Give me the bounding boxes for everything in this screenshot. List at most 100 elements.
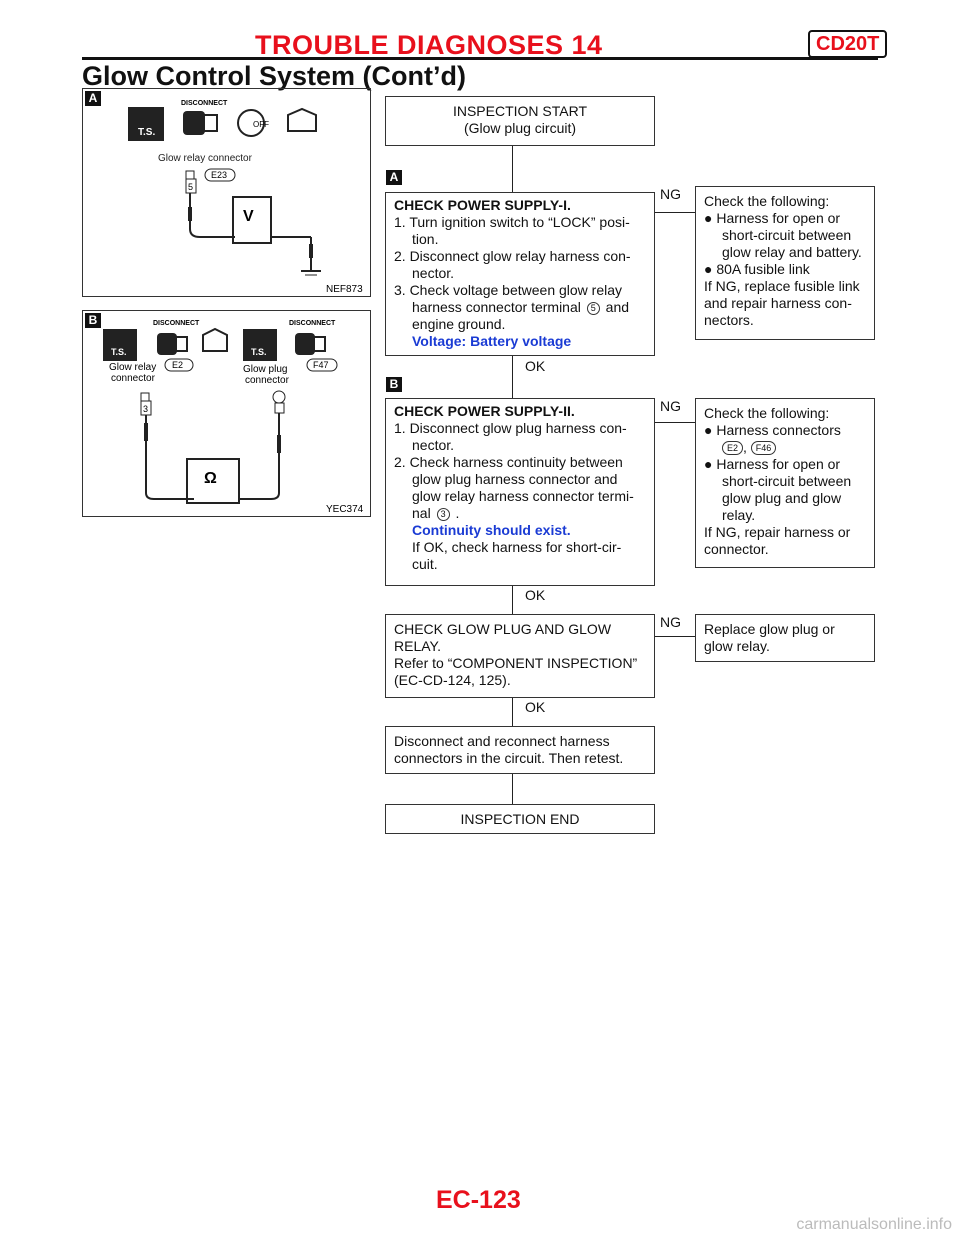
ng1-line: and repair harness con-: [704, 295, 852, 311]
ts-label-b2: T.S.: [251, 347, 267, 357]
step2-line: nal 3 .: [412, 505, 460, 521]
step3-line: (EC-CD-124, 125).: [394, 672, 511, 688]
figure-code-a: NEF873: [326, 284, 363, 295]
connector-icon: F46: [750, 441, 777, 456]
step2-line: 1. Disconnect glow plug harness con-: [394, 420, 627, 436]
page-subtitle: Glow Control System (Cont’d): [82, 61, 466, 91]
disconnect-label-b2: DISCONNECT: [289, 320, 336, 327]
ng2-line: E2, F46: [704, 439, 866, 456]
ng2-line: ● Harness connectors: [704, 422, 841, 438]
ng-label-2: NG: [660, 398, 681, 414]
ng3-line: glow relay.: [704, 638, 770, 654]
check-power-supply-1-box: CHECK POWER SUPPLY-I. 1. Turn ignition s…: [385, 192, 655, 356]
panel-a-diagram: T.S. DISCONNECT OFF Glow relay connector…: [128, 100, 363, 295]
step4-line: Disconnect and reconnect harness: [394, 733, 610, 749]
watermark: carmanualsonline.info: [796, 1216, 952, 1233]
ng1-line: short-circuit between: [722, 227, 852, 243]
step1-line: engine ground.: [412, 316, 506, 332]
ng-action-box-3: Replace glow plug or glow relay.: [695, 614, 875, 662]
start-line-2: (Glow plug circuit): [463, 120, 577, 136]
step1-line: 2. Disconnect glow relay harness con-: [394, 248, 631, 264]
inspection-end-box: INSPECTION END: [385, 804, 655, 834]
disconnect-label-b1: DISCONNECT: [153, 320, 200, 327]
connector-e23-label: E23: [211, 170, 227, 180]
ng2-line: relay.: [722, 507, 756, 523]
step-marker-a: A: [386, 170, 402, 185]
ng1-line: ● Harness for open or: [704, 210, 841, 226]
ng3-line: Replace glow plug or: [704, 621, 835, 637]
connector-line: [512, 698, 513, 726]
inspection-start-box: INSPECTION START (Glow plug circuit): [385, 96, 655, 146]
step4-line: connectors in the circuit. Then retest.: [394, 750, 624, 766]
step1-title: CHECK POWER SUPPLY-I.: [394, 197, 571, 213]
check-power-supply-2-box: CHECK POWER SUPPLY-II. 1. Disconnect glo…: [385, 398, 655, 586]
step2-line: nector.: [412, 437, 455, 453]
connector-line: [512, 146, 513, 192]
ng-action-box-1: Check the following: ● Harness for open …: [695, 186, 875, 340]
connector-e2-label: E2: [172, 360, 183, 370]
step2-line: glow plug harness connector and: [412, 471, 618, 487]
terminal-3-label: 3: [143, 404, 148, 414]
step2-line: cuit.: [412, 556, 438, 572]
page-number: EC-123: [436, 1186, 521, 1214]
terminal-icon: 3: [436, 507, 450, 521]
ng-action-box-2: Check the following: ● Harness connector…: [695, 398, 875, 568]
step1-line: 3. Check voltage between glow relay: [394, 282, 623, 298]
disconnect-label-a: DISCONNECT: [181, 100, 228, 107]
ok-label-1: OK: [525, 358, 546, 374]
glow-relay-connector-caption: Glow relay connector: [158, 153, 253, 164]
ts-label-b1: T.S.: [111, 347, 127, 357]
terminal-5-label: 5: [188, 182, 193, 192]
ng-arrow-2: [655, 422, 695, 423]
ng1-line: If NG, replace fusible link: [704, 278, 860, 294]
connector-line: [512, 774, 513, 804]
step2-line: If OK, check harness for short-cir-: [412, 539, 622, 555]
glow-relay-caption-2: connector: [111, 373, 156, 384]
step3-line: CHECK GLOW PLUG AND GLOW: [394, 621, 612, 637]
glow-plug-caption-1: Glow plug: [243, 364, 287, 375]
check-glow-plug-box: CHECK GLOW PLUG AND GLOW RELAY. Refer to…: [385, 614, 655, 698]
step2-line: glow relay harness connector termi-: [412, 488, 634, 504]
ng-label-3: NG: [660, 614, 681, 630]
ng2-line: If NG, repair harness or: [704, 524, 851, 540]
step1-spec: Voltage: Battery voltage: [412, 333, 572, 349]
step3-line: Refer to “COMPONENT INSPECTION”: [394, 655, 638, 671]
ng1-line: nectors.: [704, 312, 754, 328]
panel-marker-b: B: [85, 313, 101, 328]
section-title: TROUBLE DIAGNOSES 14: [255, 30, 603, 60]
step2-title: CHECK POWER SUPPLY-II.: [394, 403, 575, 419]
illustration-panel-b: B T.S. DISCONNECT T.S. DISCONNECT Glow r…: [82, 310, 371, 517]
ng1-line: Check the following:: [704, 193, 830, 209]
glow-plug-caption-2: connector: [245, 375, 290, 386]
ts-label-a: T.S.: [138, 127, 155, 138]
figure-code-b: YEC374: [326, 504, 364, 515]
ohmmeter-symbol: Ω: [204, 470, 217, 487]
glow-relay-caption-1: Glow relay: [109, 362, 156, 373]
ng-arrow-3: [655, 636, 695, 637]
connector-icon: E2: [722, 441, 744, 456]
connector-f47-label: F47: [313, 360, 329, 370]
reconnect-box: Disconnect and reconnect harness connect…: [385, 726, 655, 774]
ng2-line: Check the following:: [704, 405, 830, 421]
step2-spec: Continuity should exist.: [412, 522, 571, 538]
panel-b-diagram: T.S. DISCONNECT T.S. DISCONNECT Glow rel…: [103, 320, 364, 515]
ng2-line: glow plug and glow: [722, 490, 842, 506]
ng2-line: connector.: [704, 541, 769, 557]
model-badge: CD20T: [808, 30, 888, 58]
step1-line: tion.: [412, 231, 439, 247]
step-marker-b: B: [386, 377, 402, 392]
header-rule: [82, 57, 878, 60]
connector-line: [512, 586, 513, 614]
end-label: INSPECTION END: [460, 811, 580, 827]
off-label: OFF: [253, 120, 269, 129]
step2-line: 2. Check harness continuity between: [394, 454, 623, 470]
ng2-line: short-circuit between: [722, 473, 852, 489]
start-line-1: INSPECTION START: [452, 103, 588, 119]
ng1-line: ● 80A fusible link: [704, 261, 810, 277]
voltmeter-symbol: V: [243, 208, 254, 225]
ng-label-1: NG: [660, 186, 681, 202]
ng-arrow-1: [655, 212, 695, 213]
illustration-panel-a: A T.S. DISCONNECT OFF Glow relay connect…: [82, 88, 371, 297]
panel-marker-a: A: [85, 91, 101, 106]
ng2-line: ● Harness for open or: [704, 456, 841, 472]
